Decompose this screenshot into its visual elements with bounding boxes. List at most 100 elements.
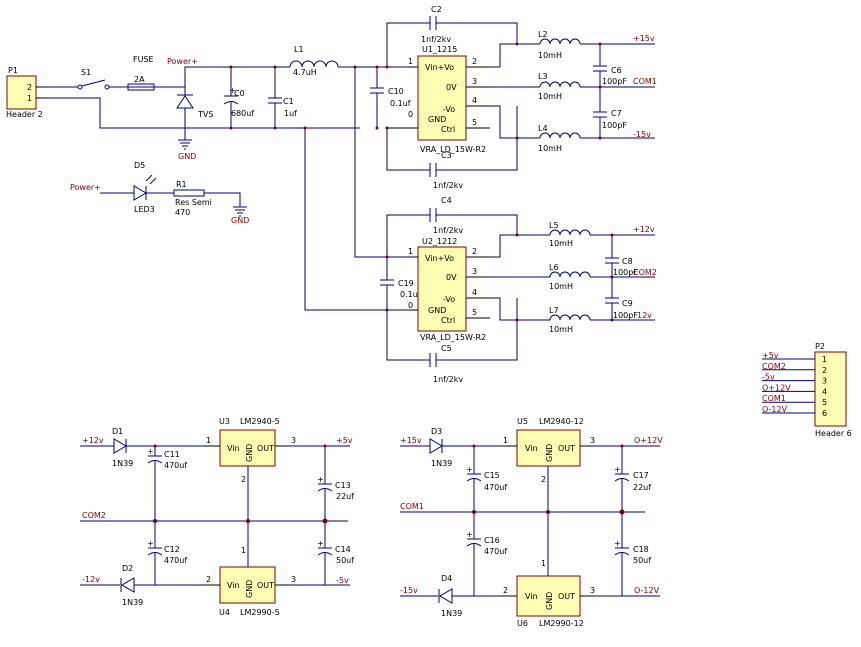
- net-p12-label: +12v: [633, 225, 655, 234]
- svg-text:+: +: [466, 530, 473, 539]
- svg-text:1: 1: [408, 57, 413, 66]
- input-section: P1 2 1 Header 2 S1 FUSE 2A Power+ TVS: [6, 45, 410, 311]
- d1-ref: D1: [112, 427, 123, 436]
- svg-text:3: 3: [291, 575, 296, 584]
- c6-ref: C6: [611, 66, 622, 75]
- svg-text:2: 2: [541, 475, 546, 484]
- l4-value: 10mH: [538, 144, 562, 153]
- svg-text:5: 5: [472, 308, 477, 317]
- svg-text:+: +: [317, 539, 324, 548]
- d1-diode: [113, 438, 127, 454]
- c1-value: 1uf: [284, 109, 297, 118]
- c9-ref: C9: [622, 299, 633, 308]
- svg-text:0: 0: [408, 301, 413, 310]
- c12-value: 470uf: [164, 556, 187, 565]
- c18-value: 50uf: [633, 556, 651, 565]
- header6-net-label-3: -5v: [762, 373, 775, 382]
- converter-u2: C4 1nf/2kv C5 1nf/2kv C19 0.1uf U2_1212 …: [380, 196, 657, 384]
- l5-value: 10mH: [549, 239, 573, 248]
- header6-body: [814, 351, 847, 427]
- c13-value: 22uf: [336, 492, 354, 501]
- svg-text:+: +: [317, 475, 324, 484]
- right-out-pos-label: O+12V: [634, 436, 663, 445]
- header6-pin-5: 5: [822, 398, 827, 407]
- c2-value: 1nf/2kv: [421, 35, 451, 44]
- gnd-label-1: GND: [178, 152, 196, 161]
- u6-gnd: GND: [545, 592, 554, 610]
- header6-net-label-1: +5v: [762, 351, 779, 360]
- l3-value: 10mH: [538, 92, 562, 101]
- left-regulators: +12v D1 1N39 -12v D2 1N39 COM2 + C11 470…: [80, 417, 354, 617]
- left-out-pos-label: +5v: [336, 436, 353, 445]
- r1-ref: R1: [176, 180, 187, 189]
- header6-pin-4: 4: [822, 387, 827, 396]
- d4-value: 1N39: [441, 609, 462, 618]
- u1-pin-vin: Vin+Vo: [425, 63, 454, 72]
- header6-pin-2: 2: [822, 366, 827, 375]
- svg-text:2: 2: [472, 57, 477, 66]
- c17-ref: C17: [633, 471, 649, 480]
- u2-pin-ctrl: Ctrl: [441, 316, 455, 325]
- l1-value: 4.7uH: [293, 68, 317, 77]
- l7-value: 10mH: [549, 325, 573, 334]
- net-power-plus-label-2: Power+: [70, 183, 101, 192]
- right-com-label: COM1: [400, 502, 424, 511]
- svg-text:5: 5: [472, 118, 477, 127]
- c16-ref: C16: [484, 536, 500, 545]
- switch-s1-contact-a: [77, 84, 83, 90]
- svg-text:3: 3: [590, 436, 595, 445]
- left-com-label: COM2: [82, 511, 106, 520]
- fuse-value: 2A: [134, 75, 145, 84]
- header6-net-label-5: COM1: [762, 394, 786, 403]
- u1-body: [417, 55, 467, 141]
- svg-text:1: 1: [408, 247, 413, 256]
- u3-out: OUT: [257, 444, 274, 453]
- header6-pin-6: 6: [822, 409, 827, 418]
- d4-ref: D4: [441, 574, 452, 583]
- c4-value: 1nf/2kv: [433, 226, 463, 235]
- l6-inductor: [549, 271, 591, 278]
- c12-ref: C12: [164, 545, 180, 554]
- svg-text:3: 3: [291, 436, 296, 445]
- tvs-name: TVS: [197, 110, 213, 119]
- l4-inductor: [539, 132, 581, 139]
- left-in-neg-label: -12v: [82, 575, 100, 584]
- u1-ref: U1_1215: [422, 45, 457, 54]
- right-out-neg-label: O-12V: [634, 586, 660, 595]
- c18-ref: C18: [633, 545, 649, 554]
- c3-value: 1nf/2kv: [433, 181, 463, 190]
- l2-ref: L2: [538, 30, 548, 39]
- header6-ref: P2: [815, 342, 825, 351]
- gnd-symbol-1: [178, 139, 192, 150]
- d2-diode: [121, 577, 135, 593]
- svg-text:1: 1: [241, 546, 246, 555]
- svg-text:2: 2: [472, 247, 477, 256]
- u3-body: [219, 429, 276, 467]
- c13-ref: C13: [335, 481, 351, 490]
- u2-pin-0v: 0V: [446, 273, 457, 282]
- u2-body: [417, 246, 467, 332]
- header6-pin-3: 3: [822, 377, 827, 386]
- u2-type: VRA_LD_15W-R2: [420, 333, 486, 342]
- svg-text:2: 2: [503, 586, 508, 595]
- c15-ref: C15: [484, 471, 500, 480]
- u1-pin-0v: 0V: [446, 83, 457, 92]
- c8-ref: C8: [622, 257, 633, 266]
- svg-text:4: 4: [472, 96, 477, 105]
- svg-text:+: +: [147, 539, 154, 548]
- left-out-neg-label: -5v: [336, 576, 349, 585]
- svg-text:+: +: [466, 465, 473, 474]
- u2-pin-vin: Vin+Vo: [425, 254, 454, 263]
- u4-out: OUT: [257, 581, 274, 590]
- header6-net-label-6: O-12V: [762, 405, 788, 414]
- l4-ref: L4: [538, 124, 548, 133]
- left-in-pos-label: +12v: [82, 436, 104, 445]
- l2-value: 10mH: [538, 51, 562, 60]
- c19-ref: C19: [398, 279, 414, 288]
- c5-ref: C5: [441, 344, 452, 353]
- u1-pin-vo: -Vo: [443, 105, 455, 114]
- u4-body: [219, 566, 276, 604]
- r1-name: Res Semi: [175, 198, 212, 207]
- u6-out: OUT: [558, 592, 575, 601]
